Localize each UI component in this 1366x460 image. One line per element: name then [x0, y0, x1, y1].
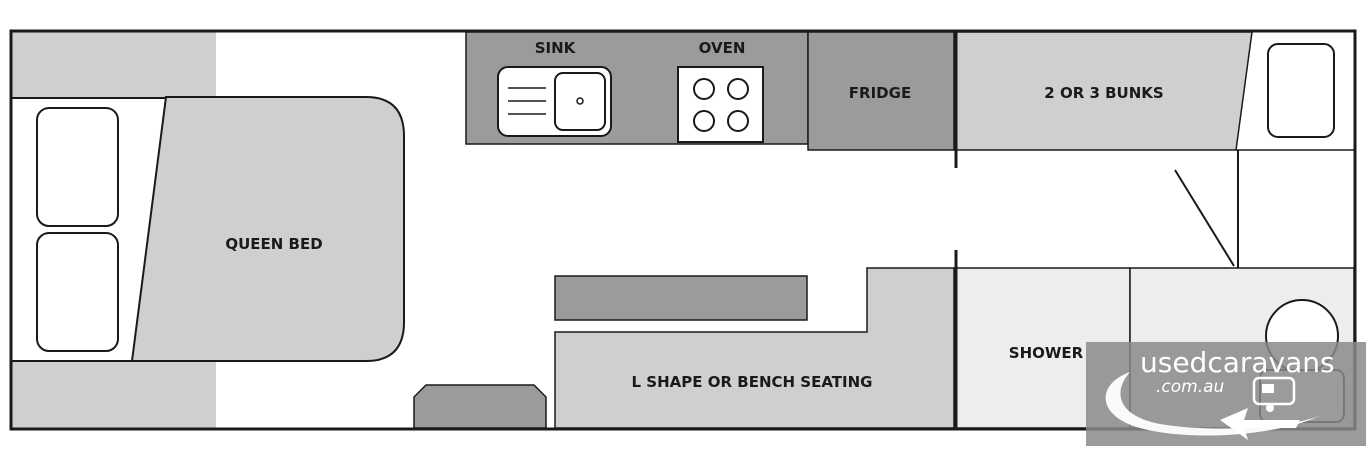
- entry-cabinet: [413, 384, 547, 429]
- sink-label: SINK: [535, 39, 577, 57]
- watermark-brand: usedcaravans: [1140, 346, 1335, 379]
- caravan-outer-wall: [9, 29, 1357, 431]
- bedroom-wardrobe-bottom: [12, 360, 216, 428]
- fridge: [807, 31, 955, 151]
- ensuite-door-swing: [1174, 169, 1235, 267]
- fridge-label: FRIDGE: [849, 84, 911, 102]
- dinette-table: [554, 275, 808, 321]
- cooktop-icon: [677, 66, 764, 143]
- watermark-caravan-icon: [1252, 376, 1296, 412]
- watermark-arrow-icon: [1220, 408, 1300, 440]
- bedroom-wardrobe-top: [12, 32, 216, 98]
- watermark-domain: .com.au: [1156, 377, 1225, 397]
- queen-bed: [130, 96, 405, 362]
- sink-icon: [497, 66, 612, 137]
- pillow-top: [36, 107, 119, 227]
- oven-label: OVEN: [699, 39, 746, 57]
- pillow-bottom: [36, 232, 119, 352]
- top-right-cabinet: [1267, 43, 1335, 138]
- usedcaravans-watermark: usedcaravans .com.au: [1086, 342, 1366, 446]
- seating-label: L SHAPE OR BENCH SEATING: [632, 373, 873, 391]
- queen-bed-label: QUEEN BED: [225, 235, 322, 253]
- shower-label: SHOWER: [1009, 344, 1084, 362]
- bunks-label: 2 OR 3 BUNKS: [1044, 84, 1163, 102]
